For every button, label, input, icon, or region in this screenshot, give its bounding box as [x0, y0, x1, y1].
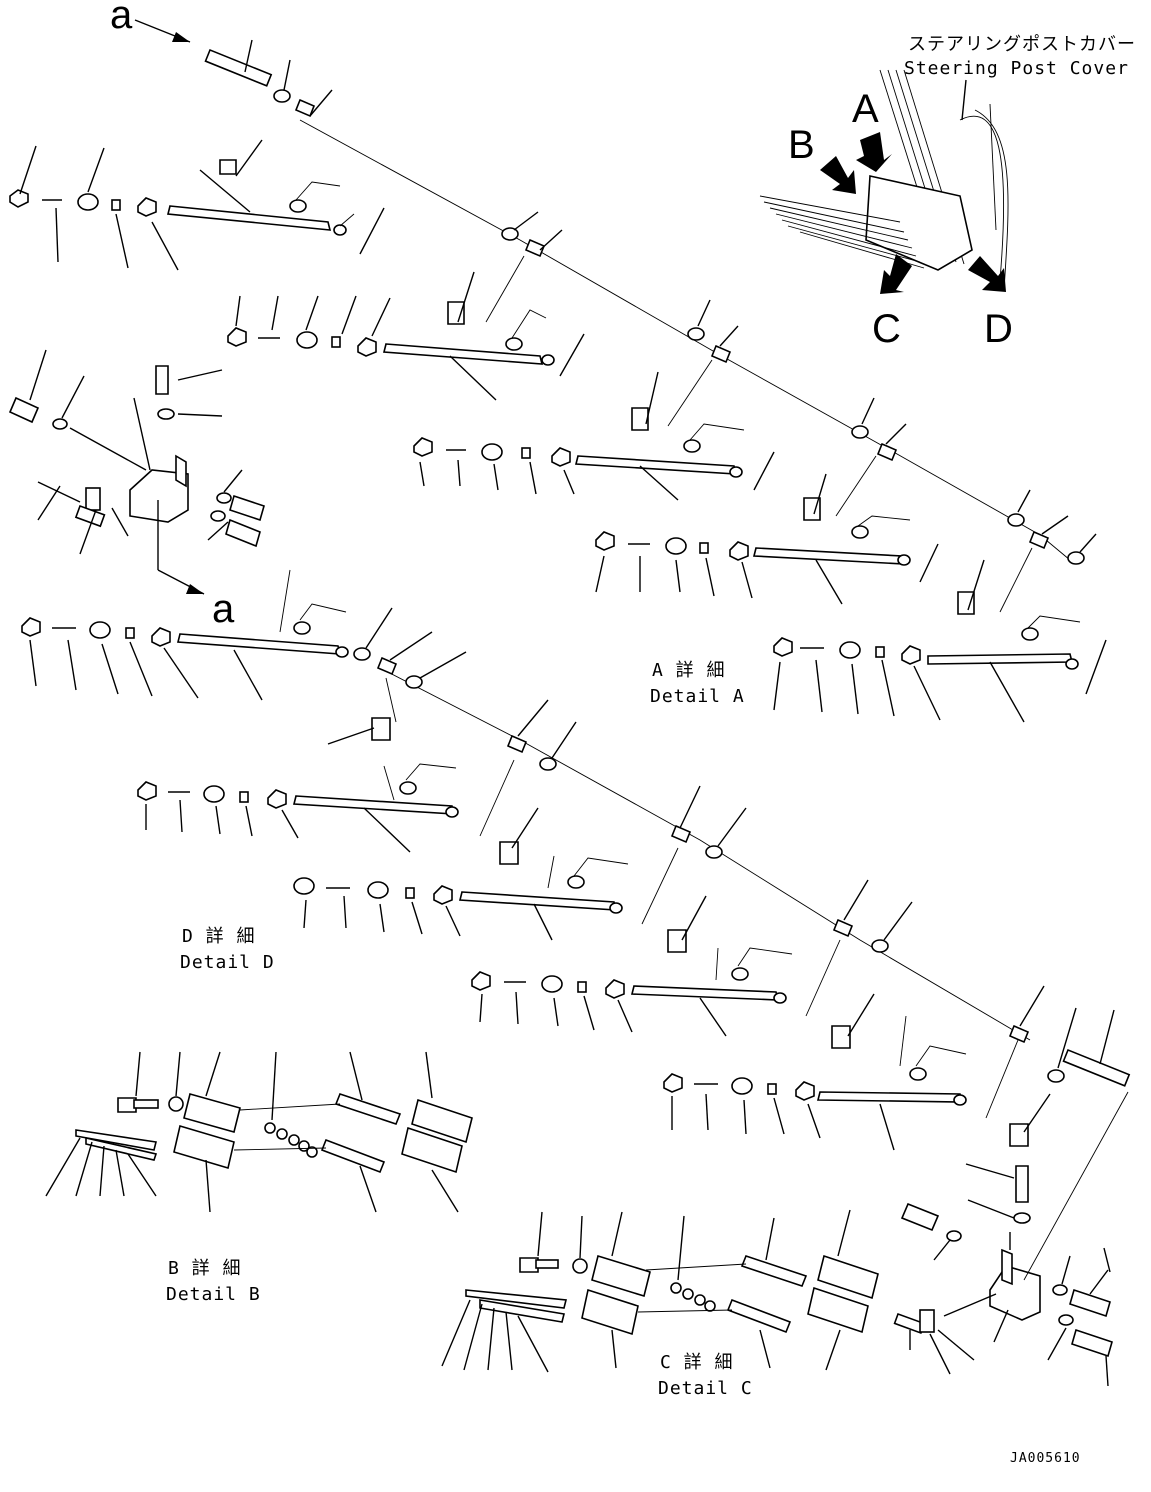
detail-a-label: A 詳 細 Detail A — [650, 660, 745, 707]
letter-a-mid: a — [212, 587, 235, 631]
linkage-line-lower — [379, 667, 1031, 1041]
rod-row-9 — [471, 947, 793, 1037]
detail-c-assembly — [441, 1209, 879, 1373]
joint-d5 — [985, 985, 1131, 1147]
detail-c-jp: C 詳 細 — [660, 1352, 734, 1373]
joint-1 — [447, 211, 563, 325]
right-bracket-assembly — [893, 1091, 1129, 1387]
joint-d1 — [327, 631, 467, 745]
joint-d4 — [805, 879, 913, 1049]
detail-a-en: Detail A — [650, 686, 745, 707]
linkage-line-upper — [299, 119, 1071, 561]
rod-row-4 — [595, 515, 939, 605]
rod-row-1 — [9, 139, 385, 271]
cover-label-jp: ステアリングポストカバー — [908, 34, 1136, 55]
detail-b-label: B 詳 細 Detail B — [166, 1258, 261, 1305]
detail-d-label: D 詳 細 Detail D — [180, 926, 275, 973]
joint-3 — [803, 397, 907, 521]
joint-4 — [957, 489, 1097, 615]
detail-b-en: Detail B — [166, 1284, 261, 1305]
letter-A: A — [852, 87, 879, 131]
letter-D: D — [984, 307, 1013, 351]
left-bracket-assembly: a — [8, 349, 265, 631]
detail-d-jp: D 詳 細 — [182, 926, 256, 947]
rod-row-6 — [21, 569, 393, 701]
rod-row-2 — [227, 295, 585, 401]
detail-d-en: Detail D — [180, 952, 275, 973]
detail-c-label: C 詳 細 Detail C — [658, 1352, 753, 1399]
detail-a-jp: A 詳 細 — [652, 660, 726, 681]
detail-b-jp: B 詳 細 — [168, 1258, 242, 1279]
letter-B: B — [788, 123, 815, 167]
rod-row-3 — [413, 423, 775, 501]
steering-post-overview: ステアリングポストカバー Steering Post Cover A B C D — [759, 34, 1136, 351]
rod-row-7 — [137, 763, 459, 853]
letter-C: C — [872, 307, 901, 351]
rod-row-8 — [293, 855, 629, 941]
joint-d3 — [641, 785, 747, 953]
top-pin-assembly: a — [110, 0, 333, 118]
detail-c-en: Detail C — [658, 1378, 753, 1399]
detail-b-assembly — [45, 1051, 473, 1213]
joint-d2 — [479, 699, 577, 865]
rod-row-10 — [663, 1015, 967, 1151]
drawing-code: JA005610 — [1010, 1451, 1081, 1466]
rod-row-5 — [773, 615, 1107, 723]
letter-a-top: a — [110, 0, 133, 37]
joint-2 — [631, 299, 739, 431]
cover-label-en: Steering Post Cover — [904, 58, 1129, 79]
